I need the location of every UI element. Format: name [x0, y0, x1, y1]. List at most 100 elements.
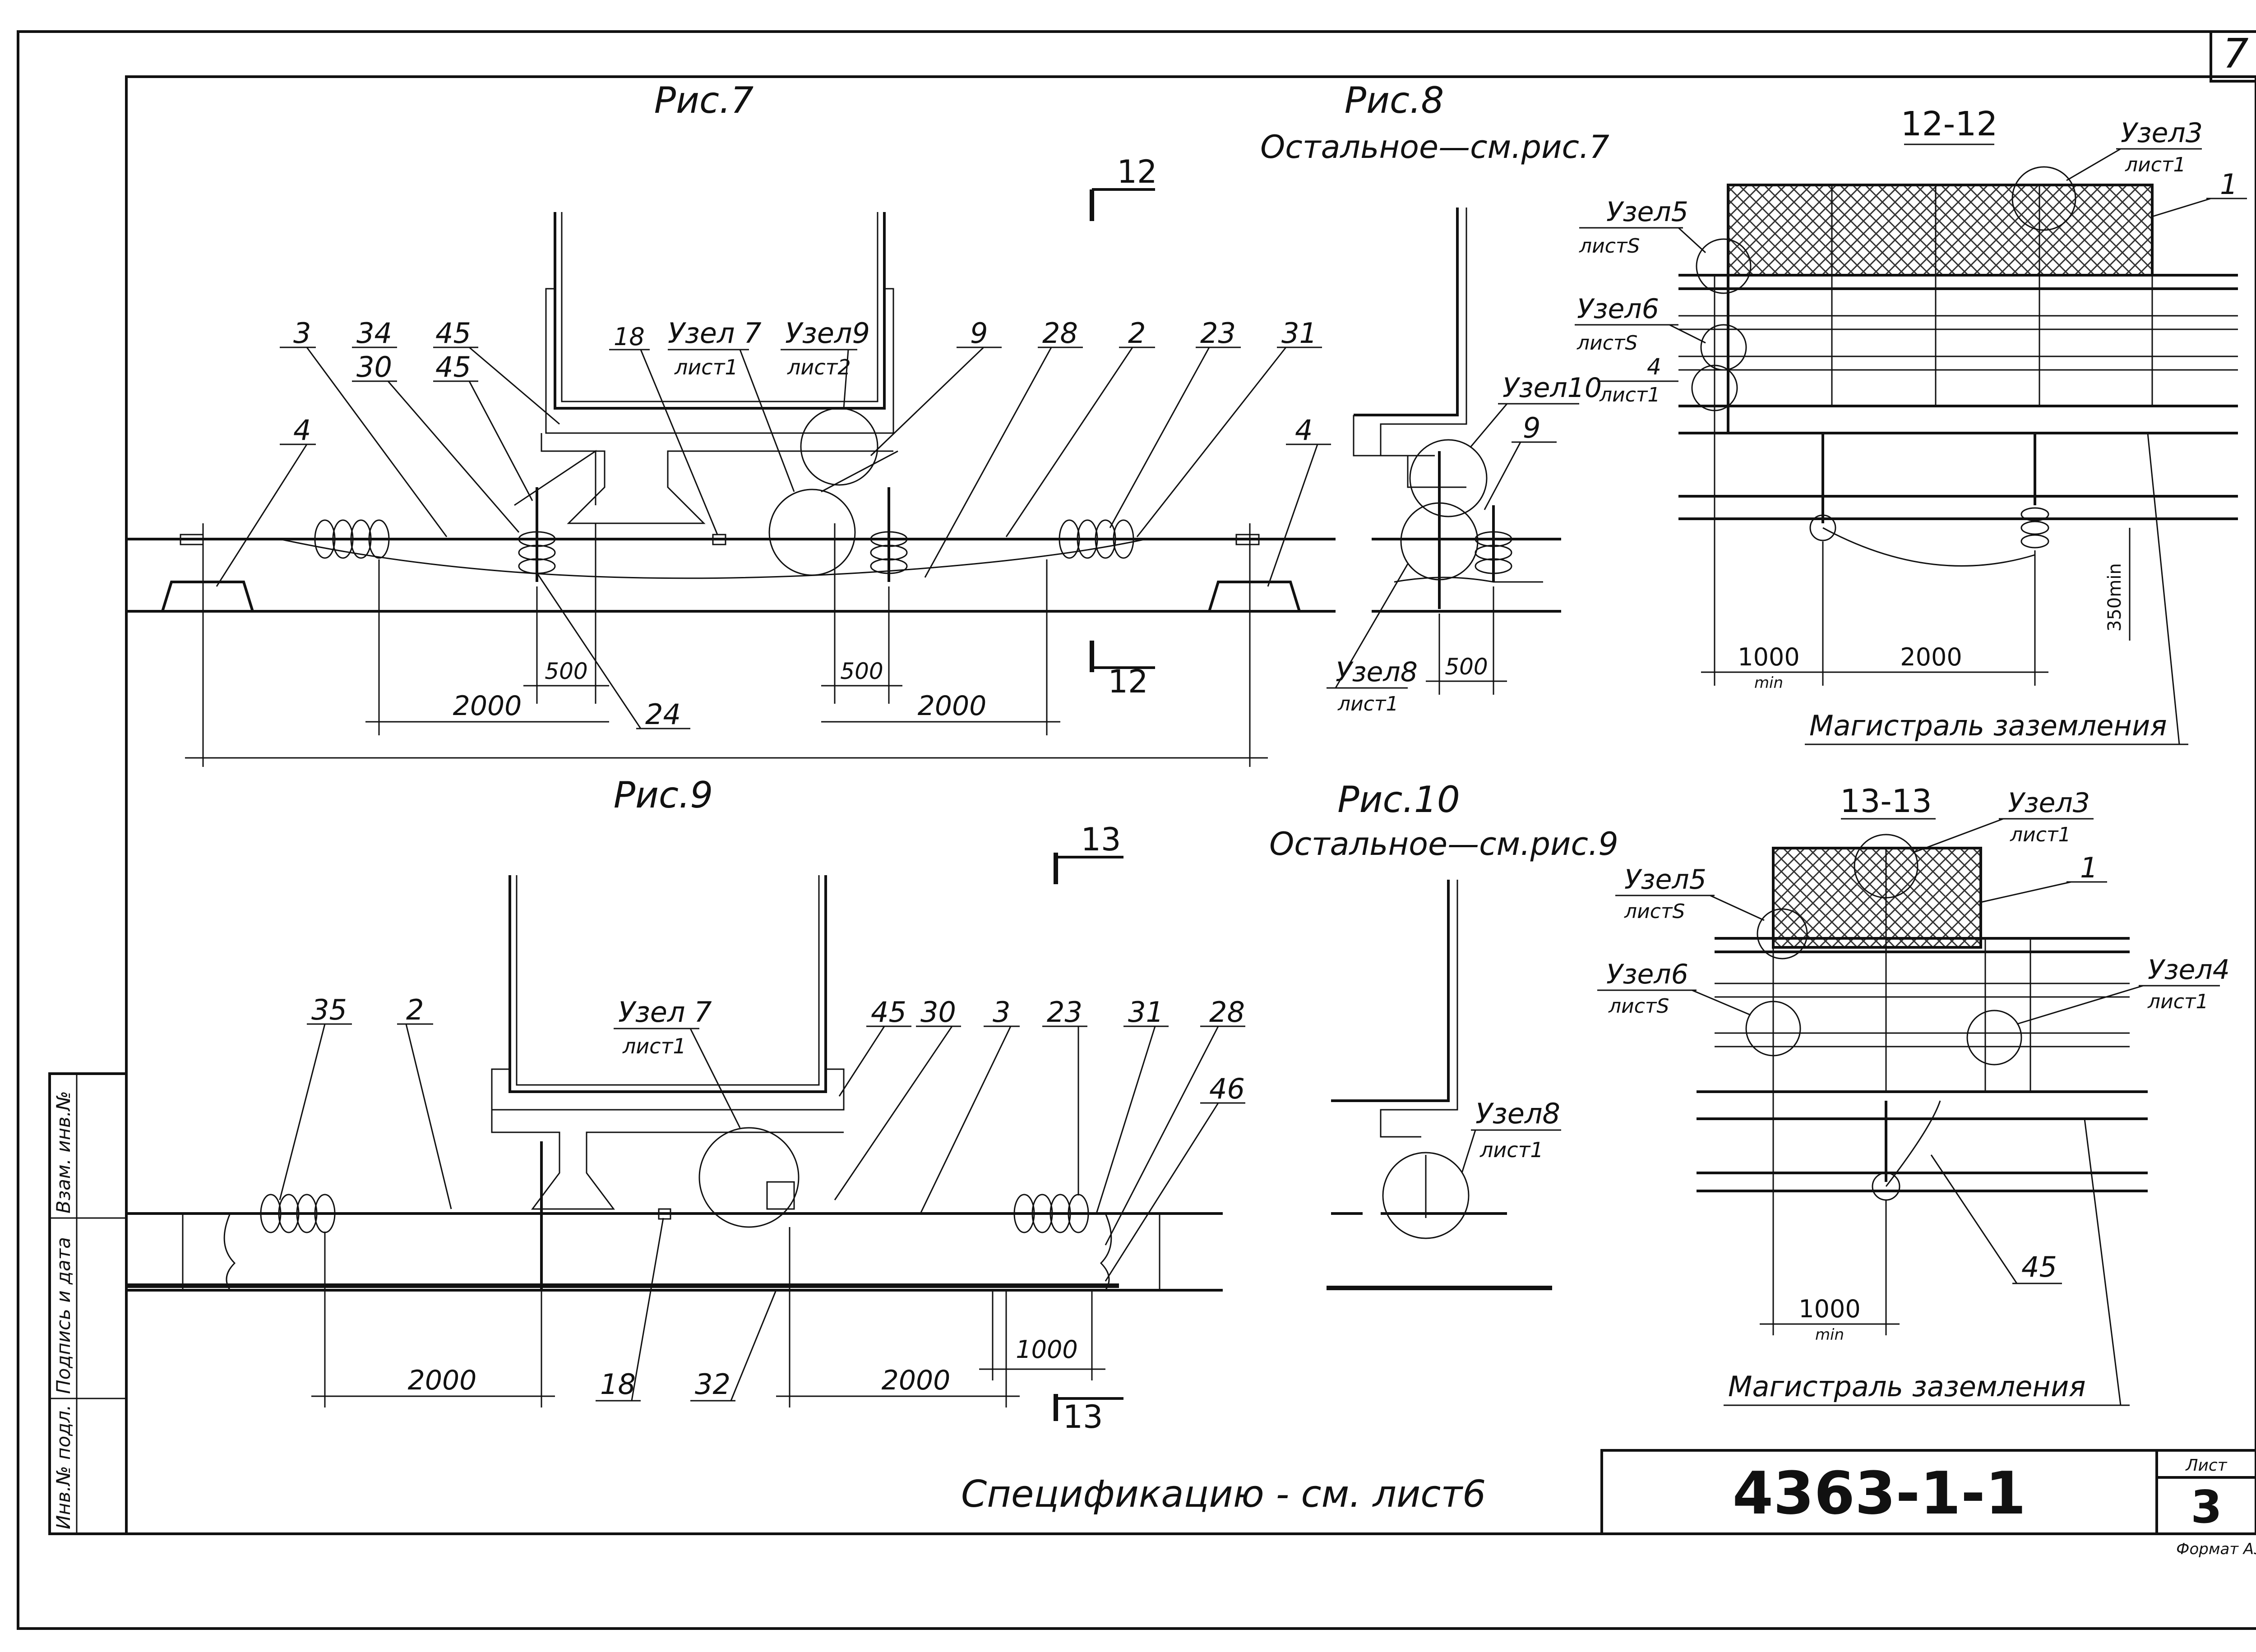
fig7-callout-23: 23 — [1200, 317, 1236, 350]
fig8-title: Рис.8 — [1345, 79, 1444, 121]
specification-note: Спецификацию - см. лист6 — [961, 1473, 1486, 1516]
sec1313-node4-label: Узел4 — [2148, 954, 2230, 986]
fig9-callout-31: 31 — [1128, 996, 1164, 1029]
designation: 4363-1-1 — [1733, 1459, 2026, 1527]
title-block: 4363-1-1 Лист 3 Формат А3 Спецификацию -… — [961, 1449, 2256, 1558]
fig9-node7-label: Узел 7 — [618, 996, 712, 1029]
sec1313-title: 13-13 — [1840, 783, 1932, 820]
fig7-callout-4-left: 4 — [293, 414, 311, 447]
sec1313-callout-1: 1 — [2080, 851, 2098, 884]
fig9-callout-46: 46 — [1209, 1072, 1245, 1105]
fig7-callout-28: 28 — [1042, 317, 1078, 350]
sec1212-node5-label: Узел5 — [1606, 196, 1688, 228]
fig8-callout-9: 9 — [1523, 411, 1540, 444]
sec1313-node3-label: Узел3 — [2008, 787, 2090, 819]
fig7-section-top: 12 — [1117, 153, 1157, 190]
sec1212-dim-1000-min: min — [1754, 674, 1783, 692]
figure-7: Рис.7 12 12 — [126, 79, 1336, 767]
fig7-dim-2000-right: 2000 — [918, 690, 987, 722]
fig10-node8-label: Узел8 — [1475, 1097, 1560, 1130]
stamp-inv-no: Инв.№ подл. — [52, 1405, 74, 1529]
sec1212-dim-2000: 2000 — [1900, 643, 1962, 671]
fig9-dim-1000: 1000 — [1016, 1335, 1077, 1364]
sheet-number: 3 — [2191, 1481, 2222, 1533]
fig7-callout-9: 9 — [970, 317, 988, 350]
fig7-callout-2: 2 — [1128, 317, 1146, 350]
side-stamp — [48, 1072, 128, 1535]
fig8-node10-label: Узел10 — [1502, 372, 1602, 404]
fig7-callout-3: 3 — [293, 317, 311, 350]
fig7-node9-label: Узел9 — [785, 317, 870, 350]
fig10-node8-sheet: лист1 — [1479, 1138, 1544, 1162]
fig9-title: Рис.9 — [614, 774, 713, 816]
sec1313-node6-sheet: листS — [1608, 995, 1669, 1018]
sec1313-node5-sheet: листS — [1624, 900, 1685, 923]
fig8-node8-sheet: лист1 — [1337, 692, 1399, 715]
node9-circle — [800, 407, 878, 486]
sec1212-dim-350min: 350min — [2104, 563, 2125, 632]
fig8-node8-circle — [1400, 502, 1479, 581]
fig10-subtitle: Остальное—см.рис.9 — [1269, 826, 1618, 863]
fig7-callout-18: 18 — [614, 323, 645, 351]
sheet-label: Лист — [2185, 1456, 2227, 1475]
sec1313-node5-circle — [1757, 908, 1808, 960]
fig7-callout-30: 30 — [356, 351, 392, 383]
corner-number: 7 — [2223, 30, 2248, 78]
fig7-callout-24: 24 — [645, 698, 681, 731]
sec1212-node3-circle — [2011, 166, 2076, 231]
fig9-callout-23: 23 — [1047, 996, 1082, 1029]
fig7-callout-31: 31 — [1281, 317, 1317, 350]
support-insulator-1 — [518, 487, 556, 582]
sec1212-node3-label: Узел3 — [2121, 117, 2203, 149]
figure-8: Рис.8 Остальное—см.рис.7 Узел10 9 Узел8 … — [1260, 79, 1609, 715]
fig7-section-bottom: 12 — [1108, 663, 1148, 700]
fig9-dimensions: 2000 2000 1000 — [311, 1227, 1105, 1407]
sec1212-hatched-panel — [1727, 184, 2154, 277]
fig9-callout-28: 28 — [1209, 996, 1245, 1029]
fig7-dim-2000-left: 2000 — [453, 690, 522, 722]
fig9-callout-2: 2 — [406, 993, 424, 1026]
figure-10: Рис.10 Остальное—см.рис.9 Узел8 лист1 — [1269, 779, 1618, 1290]
sec1313-node5-label: Узел5 — [1624, 864, 1706, 895]
sec1313-hatched-panel — [1772, 847, 1982, 949]
fig10-node8-circle — [1382, 1152, 1470, 1239]
fig9-callout-35: 35 — [311, 993, 347, 1026]
sec1212-node6-circle — [1700, 324, 1747, 371]
fig7-dimensions: 500 500 2000 2000 — [185, 523, 1268, 767]
fig8-node8-label: Узел8 — [1336, 656, 1418, 688]
section-13-13: 13-13 Узел3 лист1 1 Узел5 листS — [1597, 783, 2230, 1406]
fig7-node7-sheet: лист1 — [674, 355, 738, 379]
fig9-dim-2000-left: 2000 — [408, 1365, 477, 1396]
sec1212-node5-circle — [1696, 238, 1752, 294]
fig9-callout-3: 3 — [993, 996, 1010, 1029]
sec1313-node3-circle — [1854, 834, 1919, 899]
fig8-node10-circle — [1409, 439, 1488, 517]
fig9-dim-2000-right: 2000 — [882, 1365, 951, 1396]
sec1212-node6-label: Узел6 — [1577, 293, 1659, 325]
fig7-dim-500-left: 500 — [545, 658, 587, 684]
fig7-node7-label: Узел 7 — [668, 317, 762, 350]
sec1313-node4-circle — [1966, 1010, 2022, 1066]
sec1313-dim-1000: 1000 — [1798, 1295, 1860, 1323]
sec1313-callout-45: 45 — [2021, 1251, 2057, 1283]
sec1212-node4-sheet: лист1 — [1599, 383, 1660, 406]
fig8-subtitle: Остальное—см.рис.7 — [1260, 129, 1609, 166]
drawing-frame: 7 Инв.№ подл. Подпись и дата Взам. инв.№ — [17, 30, 2256, 1630]
stamp-replaced-inv: Взам. инв.№ — [52, 1091, 74, 1214]
sec1212-dim-1000: 1000 — [1738, 643, 1799, 671]
sec1313-caption: Магистраль заземления — [1728, 1370, 2086, 1403]
fig9-callout-45: 45 — [871, 996, 906, 1029]
sec1212-node6-sheet: листS — [1576, 332, 1637, 355]
fig9-section-bottom: 13 — [1063, 1398, 1103, 1435]
fig8-dim-500: 500 — [1445, 654, 1488, 680]
fig9-callout-32: 32 — [695, 1368, 730, 1401]
fig10-title: Рис.10 — [1337, 779, 1460, 821]
section-12-12: 12-12 Узел3 лист1 1 Узел5 лист — [1575, 105, 2247, 745]
fig7-callout-34: 34 — [356, 317, 392, 350]
figure-9: Рис.9 13 13 35 2 Узел 7 — [126, 774, 1245, 1435]
sec1212-callout-1: 1 — [2220, 168, 2238, 201]
sec1212-title: 12-12 — [1900, 105, 1997, 143]
sheet-format: Формат А3 — [2176, 1540, 2256, 1558]
fig7-node9-sheet: лист2 — [787, 355, 851, 379]
